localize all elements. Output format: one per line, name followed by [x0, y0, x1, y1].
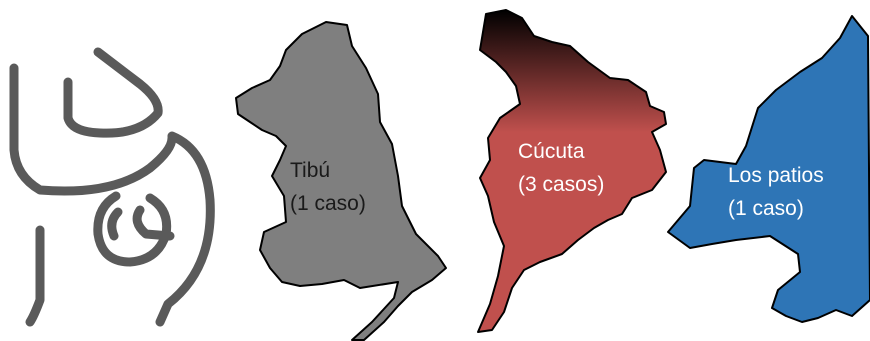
region-cucuta[interactable] — [477, 9, 667, 333]
region-cucuta-name: Cúcuta — [518, 140, 585, 163]
icon-body-outline — [9, 63, 177, 196]
region-tibu-cases: (1 caso) — [290, 192, 366, 215]
region-cucuta-cases: (3 casos) — [518, 173, 604, 196]
region-tibu[interactable] — [235, 21, 447, 341]
icon-fetus — [93, 191, 175, 267]
icon-arm — [63, 47, 163, 138]
pregnant-woman-icon — [9, 47, 215, 327]
icon-belly — [155, 131, 215, 327]
region-los-patios-cases: (1 caso) — [728, 197, 804, 220]
region-tibu-name: Tibú — [290, 159, 330, 182]
region-los-patios-name: Los patios — [728, 164, 824, 187]
icon-leg — [25, 225, 45, 327]
region-los-patios[interactable] — [667, 15, 870, 323]
